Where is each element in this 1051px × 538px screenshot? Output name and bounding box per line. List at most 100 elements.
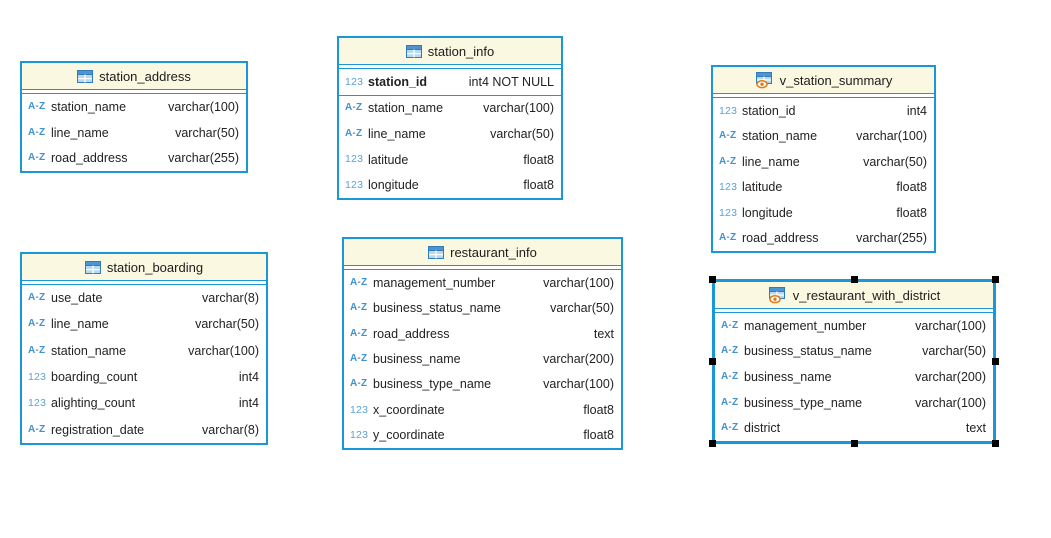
number-icon: 123 <box>719 181 738 193</box>
entity-header[interactable]: station_info <box>339 38 561 65</box>
column-name: road_address <box>51 151 128 166</box>
string-icon: A-Z <box>28 126 46 138</box>
column-type: float8 <box>896 205 927 220</box>
entity-header[interactable]: station_address <box>22 63 246 90</box>
string-icon: A-Z <box>345 127 363 139</box>
column-type: varchar(100) <box>543 377 614 392</box>
column-name: business_name <box>744 369 832 384</box>
column-type: varchar(200) <box>543 351 614 366</box>
table-icon <box>428 245 445 259</box>
column-type: varchar(100) <box>856 129 927 144</box>
header-separator <box>22 281 266 285</box>
column-type: float8 <box>896 180 927 195</box>
number-icon: 123 <box>345 153 364 166</box>
string-icon: A-Z <box>345 102 363 114</box>
selection-handle-w[interactable] <box>709 358 716 365</box>
column-type: text <box>965 421 986 436</box>
entity-title: station_address <box>99 68 191 84</box>
entity-header[interactable]: station_boarding <box>22 254 266 281</box>
string-icon: A-Z <box>719 232 737 244</box>
string-icon: A-Z <box>719 130 737 142</box>
string-icon: A-Z <box>28 152 46 164</box>
column-row: A-Z business_status_name varchar(50) <box>715 339 993 365</box>
column-name: line_name <box>51 125 109 140</box>
column-name: station_name <box>51 99 127 114</box>
column-type: int4 <box>238 370 259 385</box>
entity-title: v_station_summary <box>779 72 893 88</box>
selection-handle-se[interactable] <box>992 440 999 447</box>
column-type: varchar(100) <box>483 101 554 116</box>
selection-handle-s[interactable] <box>850 440 858 447</box>
column-type: float8 <box>523 152 554 167</box>
string-icon: A-Z <box>28 292 46 304</box>
header-separator <box>344 266 621 270</box>
entity-station_info[interactable]: station_info 123 station_id int4 NOT NULL A-… <box>337 36 563 200</box>
string-icon: A-Z <box>721 319 739 331</box>
column-type: int4 NOT NULL <box>468 74 554 89</box>
selection-handle-n[interactable] <box>850 276 858 283</box>
selection-handle-e[interactable] <box>992 358 999 365</box>
selection-handle-ne[interactable] <box>992 276 999 283</box>
column-name: station_id <box>742 103 796 118</box>
column-name: station_name <box>51 343 127 358</box>
column-name: business_status_name <box>744 344 872 359</box>
table-icon <box>77 69 94 83</box>
column-type: float8 <box>583 428 614 443</box>
header-separator <box>715 309 993 313</box>
column-type: varchar(100) <box>543 275 614 290</box>
column-name: y_coordinate <box>373 428 445 443</box>
column-name: station_id <box>368 74 428 89</box>
string-icon: A-Z <box>350 276 368 288</box>
column-type: varchar(50) <box>863 154 927 169</box>
column-type: text <box>593 326 614 341</box>
string-icon: A-Z <box>28 423 46 435</box>
number-icon: 123 <box>350 403 369 416</box>
entity-title: v_restaurant_with_district <box>792 287 941 303</box>
column-name: business_status_name <box>373 301 501 316</box>
column-type: varchar(50) <box>550 301 614 316</box>
selection-handle-sw[interactable] <box>709 440 716 447</box>
entity-header[interactable]: v_station_summary <box>713 67 934 94</box>
entity-header[interactable]: restaurant_info <box>344 239 621 266</box>
number-icon: 123 <box>345 75 364 88</box>
column-type: varchar(50) <box>490 126 554 141</box>
number-icon: 123 <box>28 397 47 410</box>
column-type: varchar(50) <box>922 344 986 359</box>
column-type: varchar(50) <box>195 317 259 332</box>
entity-header[interactable]: v_restaurant_with_district <box>715 282 993 309</box>
number-icon: 123 <box>719 104 738 117</box>
selection-handle-nw[interactable] <box>709 276 716 283</box>
column-type: varchar(100) <box>168 99 239 114</box>
column-name: line_name <box>51 317 109 332</box>
column-row: 123 station_id int4 NOT NULL <box>339 69 561 96</box>
string-icon: A-Z <box>721 345 739 357</box>
column-type: varchar(255) <box>856 231 927 246</box>
